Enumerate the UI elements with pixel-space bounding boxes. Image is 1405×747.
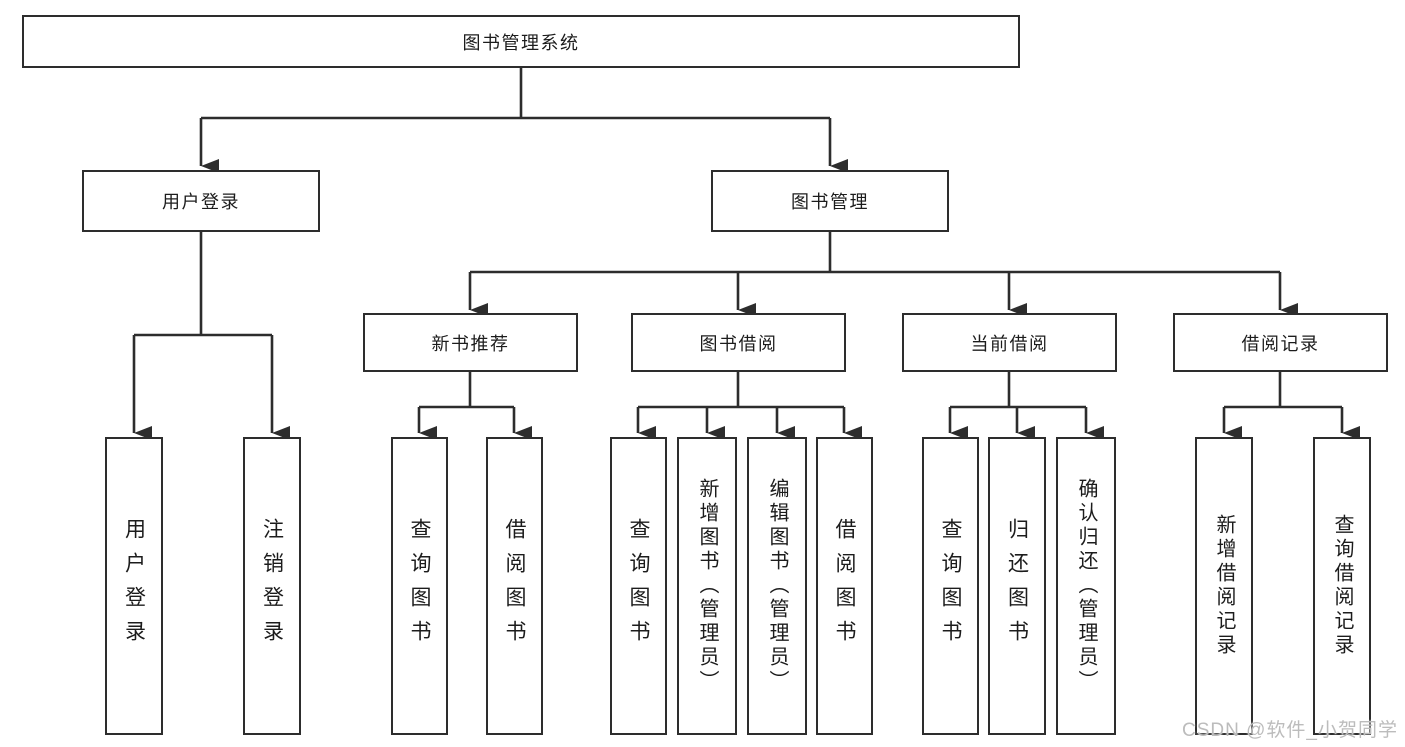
node-leaf-bb-add: 新增图书（管理员） bbox=[677, 437, 737, 735]
node-leaf-bb-edit: 编辑图书（管理员） bbox=[747, 437, 807, 735]
node-book-mgmt-label: 图书管理 bbox=[791, 192, 869, 212]
node-leaf-logout-label: 注销登录 bbox=[260, 518, 284, 654]
node-leaf-bb-add-label: 新增图书（管理员） bbox=[696, 478, 718, 694]
node-current-borrow-label: 当前借阅 bbox=[970, 333, 1049, 354]
node-leaf-cb-return-label: 归还图书 bbox=[1005, 518, 1029, 654]
node-leaf-cb-confirm: 确认归还（管理员） bbox=[1056, 437, 1116, 735]
node-leaf-user-login: 用户登录 bbox=[105, 437, 163, 735]
node-borrow-records: 借阅记录 bbox=[1173, 313, 1388, 372]
node-leaf-logout: 注销登录 bbox=[243, 437, 301, 735]
node-leaf-bb-query-label: 查询图书 bbox=[627, 518, 650, 654]
node-borrow-records-label: 借阅记录 bbox=[1241, 333, 1320, 354]
node-leaf-bb-borrow-label: 借阅图书 bbox=[833, 518, 856, 654]
node-user-login-label: 用户登录 bbox=[162, 192, 240, 212]
node-book-borrow-label: 图书借阅 bbox=[699, 333, 778, 354]
node-new-books: 新书推荐 bbox=[363, 313, 578, 372]
node-root: 图书管理系统 bbox=[22, 15, 1020, 68]
node-book-borrow: 图书借阅 bbox=[631, 313, 846, 372]
node-leaf-user-login-label: 用户登录 bbox=[122, 518, 146, 654]
node-leaf-br-query-label: 查询借阅记录 bbox=[1331, 514, 1353, 658]
node-leaf-nb-borrow: 借阅图书 bbox=[486, 437, 543, 735]
node-leaf-br-add-label: 新增借阅记录 bbox=[1213, 514, 1235, 658]
node-user-login: 用户登录 bbox=[82, 170, 320, 232]
node-leaf-nb-query: 查询图书 bbox=[391, 437, 448, 735]
node-leaf-cb-query-label: 查询图书 bbox=[939, 518, 962, 654]
node-leaf-bb-query: 查询图书 bbox=[610, 437, 667, 735]
node-leaf-br-add: 新增借阅记录 bbox=[1195, 437, 1253, 735]
node-leaf-nb-query-label: 查询图书 bbox=[408, 518, 431, 654]
node-root-label: 图书管理系统 bbox=[462, 32, 580, 53]
node-book-mgmt: 图书管理 bbox=[711, 170, 949, 232]
node-leaf-bb-edit-label: 编辑图书（管理员） bbox=[766, 478, 788, 694]
csdn-watermark: CSDN @软件_小贺同学 bbox=[1182, 720, 1398, 741]
node-leaf-br-query: 查询借阅记录 bbox=[1313, 437, 1371, 735]
node-leaf-cb-return: 归还图书 bbox=[988, 437, 1046, 735]
node-new-books-label: 新书推荐 bbox=[431, 333, 510, 354]
node-leaf-cb-confirm-label: 确认归还（管理员） bbox=[1075, 478, 1097, 694]
node-leaf-nb-borrow-label: 借阅图书 bbox=[503, 518, 526, 654]
node-leaf-cb-query: 查询图书 bbox=[922, 437, 979, 735]
node-leaf-bb-borrow: 借阅图书 bbox=[816, 437, 873, 735]
node-current-borrow: 当前借阅 bbox=[902, 313, 1117, 372]
